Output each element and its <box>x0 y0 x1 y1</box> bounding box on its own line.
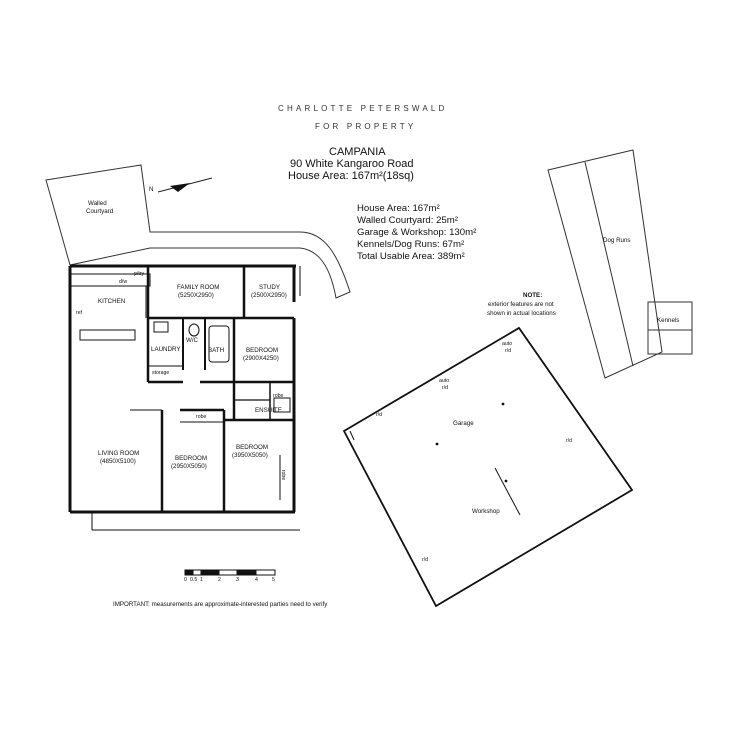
wc-label: W/C <box>186 337 199 344</box>
roller-door-3-label: r/d <box>422 557 429 563</box>
pantry-label: p/try <box>134 271 145 277</box>
note-title: NOTE: <box>523 292 543 299</box>
robe3-label: robe <box>280 469 287 481</box>
living-room-label: LIVING ROOM <box>98 450 140 457</box>
dishwasher-label: d/w <box>119 279 128 285</box>
area-house: House Area: 167m² <box>357 203 440 214</box>
family-room-dim: (5250X2950) <box>178 292 214 299</box>
disclaimer-text: IMPORTANT: measurements are approximate-… <box>113 601 328 608</box>
north-label: N <box>149 186 154 193</box>
kitchen-label: KITCHEN <box>98 298 126 305</box>
auto-door-2-rd: r/d <box>442 385 449 391</box>
storage-label: storage <box>152 370 170 376</box>
note-line1: exterior features are not <box>488 301 554 308</box>
living-room-dim: (4850X5100) <box>100 458 136 465</box>
scale-tick-4: 4 <box>255 577 258 583</box>
study-label: STUDY <box>259 284 280 291</box>
property-address: 90 White Kangaroo Road <box>290 158 414 170</box>
house-area-heading: House Area: 167m²(18sq) <box>288 170 414 182</box>
scale-bar <box>184 569 276 576</box>
family-room-label: FAMILY ROOM <box>177 284 220 291</box>
scale-tick-05: 0.5 <box>190 577 198 583</box>
house-walls <box>68 264 301 531</box>
bedroom2-label: BEDROOM <box>175 455 207 462</box>
bedroom2-dim: (2950X5050) <box>171 463 207 470</box>
garage-label: Garage <box>453 420 474 427</box>
scale-tick-1: 1 <box>200 577 203 583</box>
area-total: Total Usable Area: 389m² <box>357 251 465 262</box>
area-garage-workshop: Garage & Workshop: 130m² <box>357 227 477 238</box>
north-arrow <box>157 177 213 193</box>
garage-outline <box>342 326 634 608</box>
kennels-label: Kennels <box>657 317 680 324</box>
bedroom1-dim: (2900X4250) <box>243 355 279 362</box>
scale-tick-2: 2 <box>218 577 221 583</box>
area-kennels: Kennels/Dog Runs: 67m² <box>357 239 465 250</box>
bedroom3-dim: (3950X5050) <box>232 452 268 459</box>
roller-door-1-label: r/d <box>376 412 383 418</box>
bath-label: BATH <box>208 347 225 354</box>
auto-door-1-rd: r/d <box>505 348 512 354</box>
fridge-label: ref <box>76 310 83 316</box>
dog-runs-label: Dog Runs <box>603 237 631 244</box>
walled-courtyard-label-2: Courtyard <box>86 208 114 215</box>
scale-tick-5: 5 <box>272 577 275 583</box>
auto-door-1-label: auto <box>502 341 513 347</box>
roller-door-2-label: r/d <box>566 438 573 444</box>
bedroom3-label: BEDROOM <box>236 444 268 451</box>
robe2-label: robe <box>196 414 207 420</box>
dog-runs-outline <box>547 149 693 379</box>
brand-name: CHARLOTTE PETERSWALD <box>278 104 448 113</box>
area-courtyard: Walled Courtyard: 25m² <box>357 215 458 226</box>
robe1-label: robe <box>273 393 284 399</box>
ensuite-label: ENSUITE <box>255 407 282 414</box>
laundry-label: LAUNDRY <box>151 346 181 353</box>
walled-courtyard-outline <box>45 164 351 299</box>
workshop-label: Workshop <box>472 508 500 515</box>
brand-tagline: FOR PROPERTY <box>315 122 417 131</box>
scale-tick-0: 0 <box>184 577 187 583</box>
bedroom1-label: BEDROOM <box>246 347 278 354</box>
property-name: CAMPANIA <box>329 146 386 158</box>
auto-door-2-label: auto <box>439 378 450 384</box>
study-dim: (2500X2950) <box>251 292 287 299</box>
note-line2: shown in actual locations <box>487 310 556 317</box>
scale-tick-3: 3 <box>236 577 239 583</box>
walled-courtyard-label-1: Walled <box>88 200 107 207</box>
